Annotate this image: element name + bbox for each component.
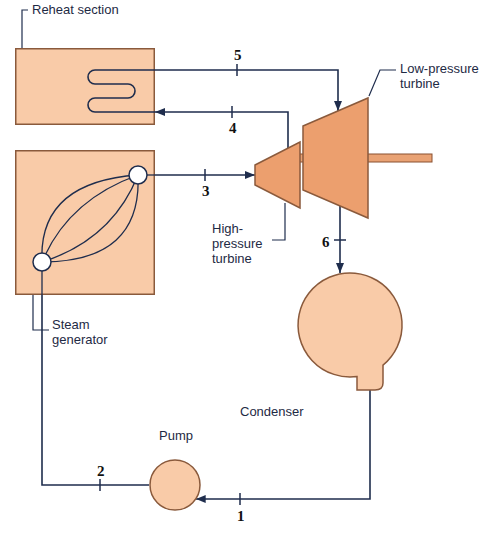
component-label: Condenser	[240, 405, 330, 420]
text-slot: Steam generator	[52, 318, 124, 348]
high-pressure-turbine-outline	[255, 142, 300, 208]
component-label: Pump	[159, 429, 209, 444]
low-pressure-turbine-outline	[303, 98, 368, 218]
steam-generator-box: Steam generator	[15, 150, 155, 295]
state-number: 4	[228, 120, 238, 136]
high-pressure-turbine: High-pressure turbine	[255, 142, 300, 208]
pump-circle-outline	[149, 459, 201, 511]
component-label: Reheat section	[32, 3, 152, 18]
label-slot: 1	[236, 507, 246, 525]
text-slot: Pump	[159, 429, 209, 444]
reheat-coil	[88, 70, 155, 112]
leader-line	[22, 10, 28, 48]
text-slot: Low-pressure turbine	[400, 62, 495, 92]
leader-line	[33, 295, 49, 330]
text-slot: Condenser	[240, 405, 330, 420]
label-slot: 3	[201, 182, 211, 200]
condenser-vessel: Condenser	[295, 273, 410, 390]
flow-line	[155, 112, 288, 148]
steam-generator-box-outline	[15, 150, 155, 295]
state-number: 5	[233, 47, 243, 63]
label-slot: 4	[228, 119, 238, 137]
leader-line	[369, 70, 396, 96]
condenser-vessel-outline	[295, 273, 410, 390]
flow-line	[42, 295, 149, 485]
component-label: Steam generator	[52, 318, 124, 348]
flow-line	[155, 70, 338, 111]
component-label: Low-pressure turbine	[400, 62, 495, 92]
reheat-section-box: Reheat section	[15, 48, 155, 125]
text-slot: High-pressure turbine	[212, 222, 274, 267]
component-label: High-pressure turbine	[212, 222, 274, 267]
flow-line	[155, 174, 255, 176]
low-pressure-turbine: Low-pressure turbine	[303, 98, 368, 218]
boiler-tubes	[42, 175, 155, 295]
label-slot: 5	[233, 46, 243, 64]
label-slot: 2	[96, 462, 106, 480]
label-slot: 6	[321, 233, 331, 251]
reheat-section-box-outline	[15, 48, 155, 125]
steam-drum	[129, 166, 147, 184]
flow-line	[339, 206, 341, 273]
water-drum	[33, 253, 51, 271]
state-number: 6	[321, 234, 331, 250]
pump-circle: Pump	[149, 459, 201, 511]
leader-line	[272, 203, 285, 240]
flow-line	[196, 390, 370, 499]
text-slot: Reheat section	[32, 3, 152, 18]
state-number: 2	[96, 463, 106, 479]
state-number: 1	[236, 508, 246, 524]
state-number: 3	[201, 183, 211, 199]
